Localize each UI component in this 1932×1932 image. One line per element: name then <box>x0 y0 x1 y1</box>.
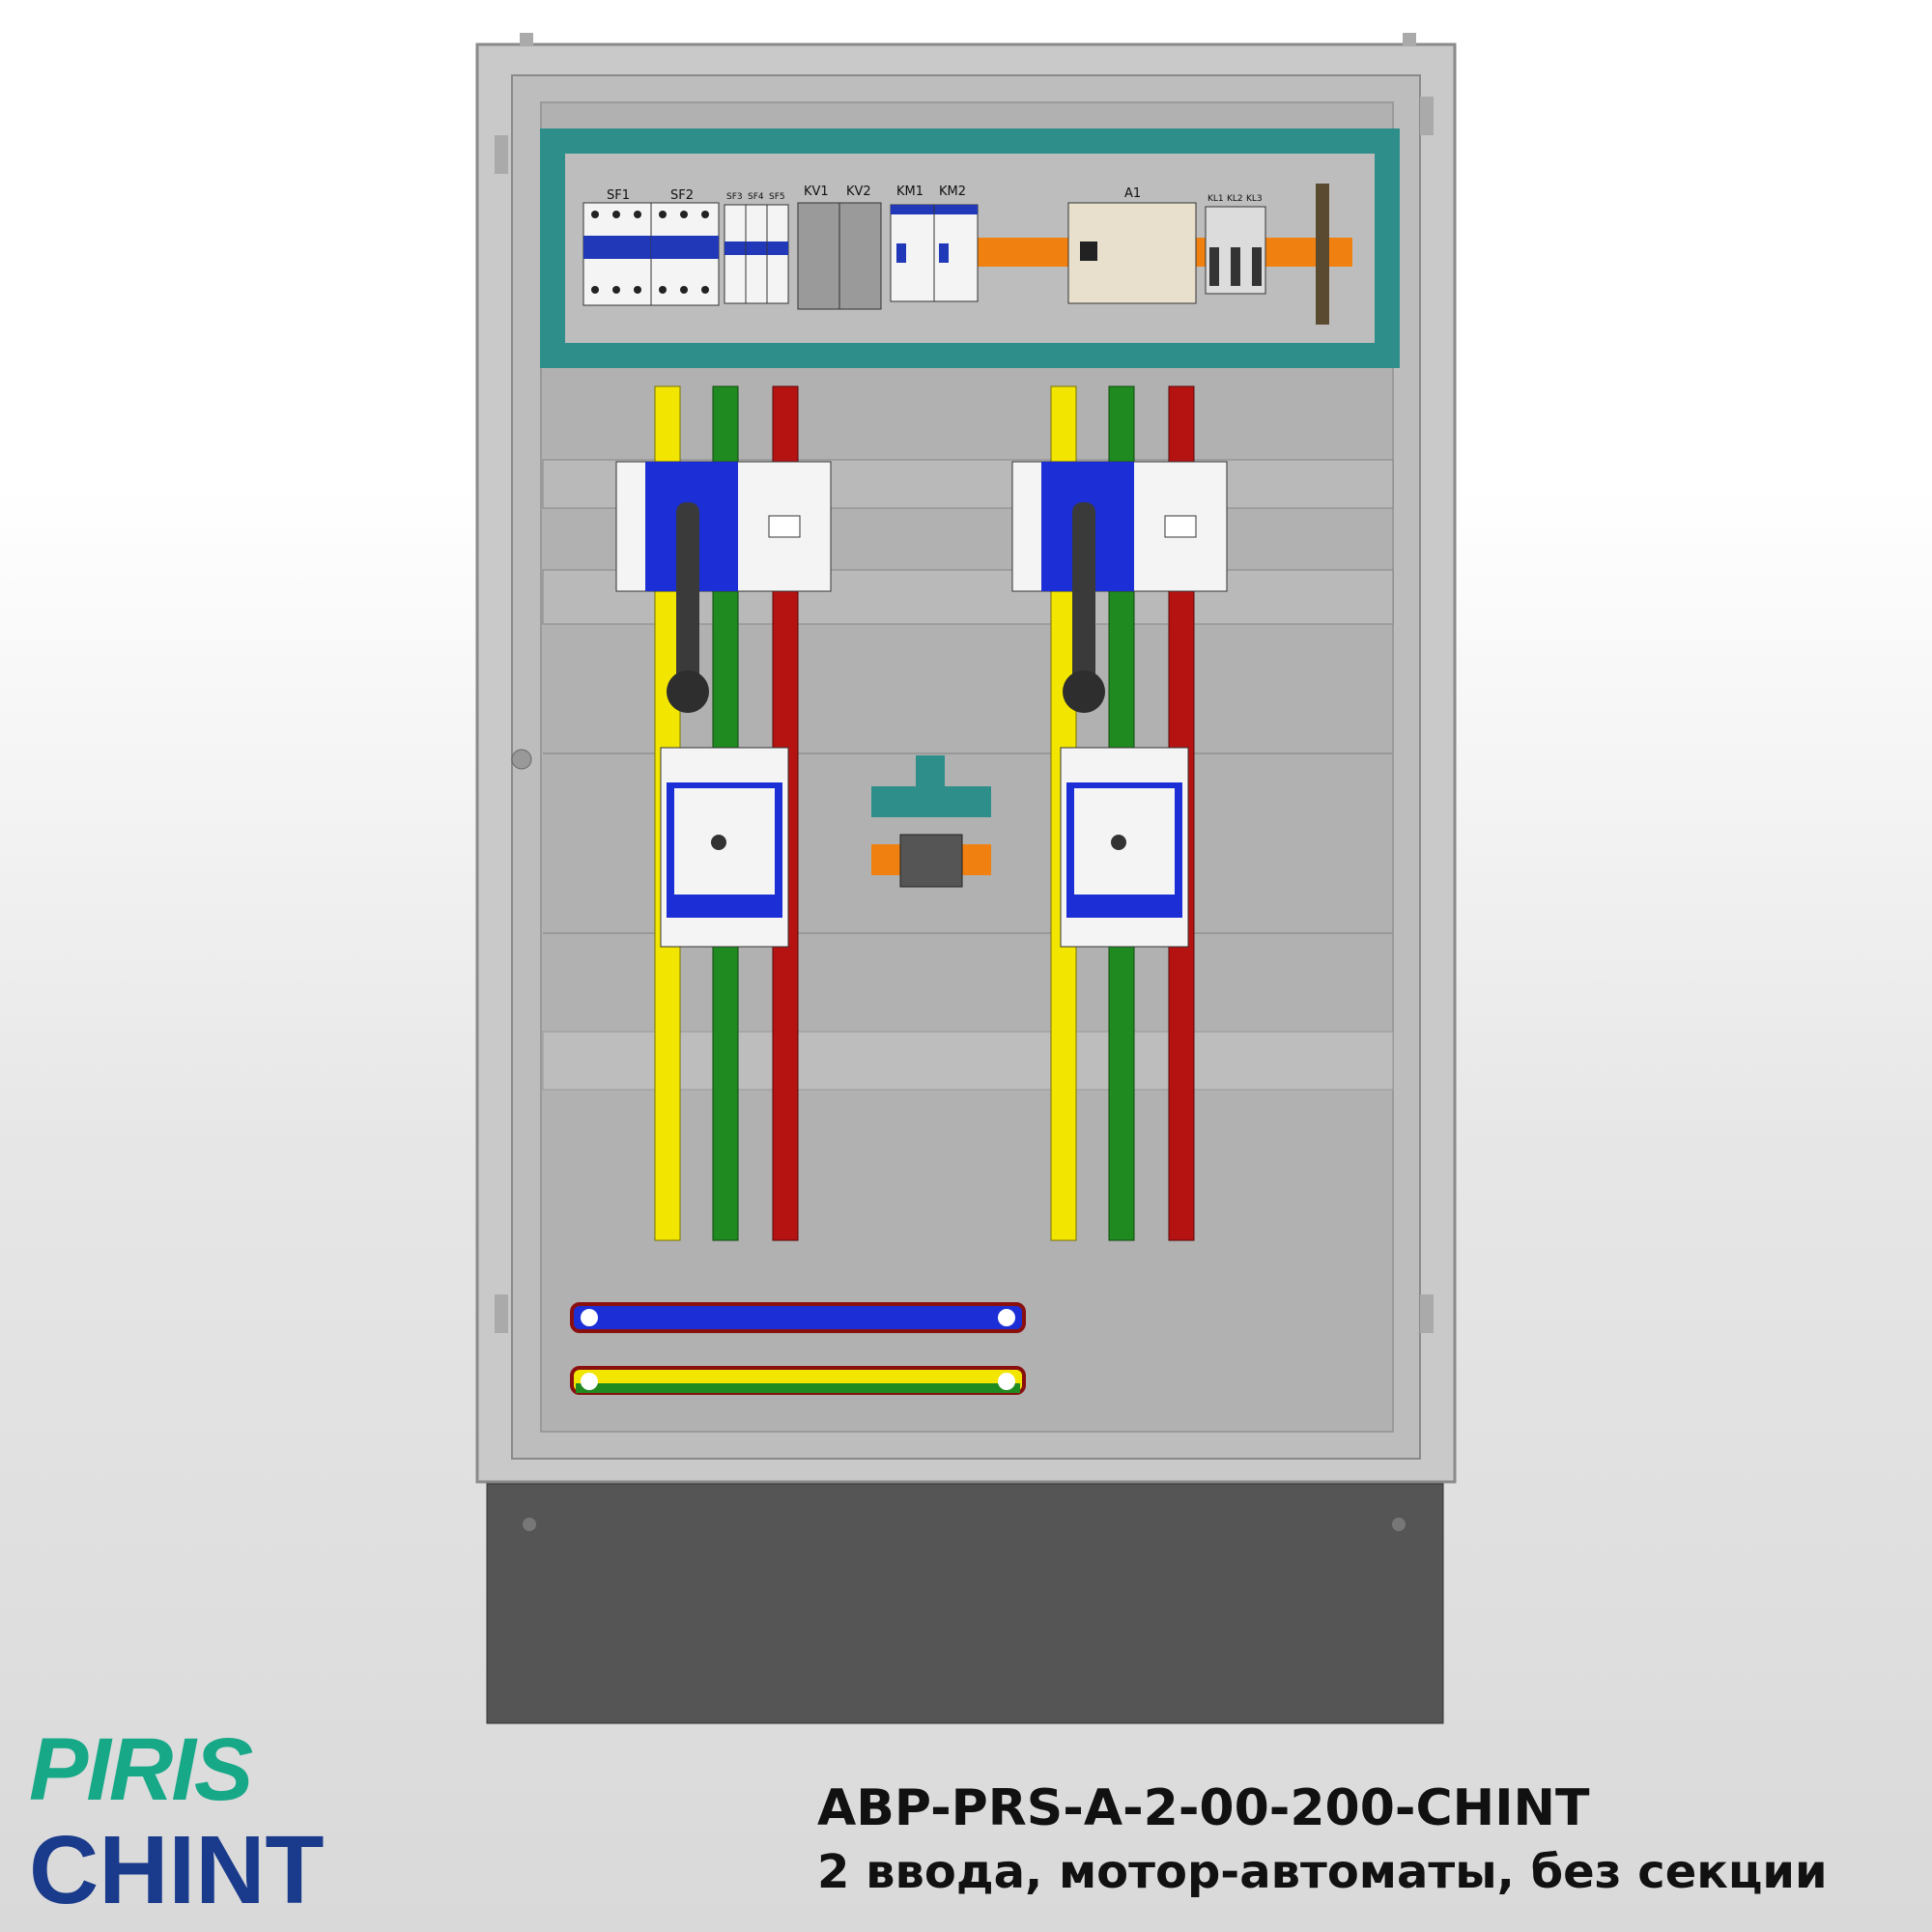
cabinet-plinth <box>486 1483 1444 1724</box>
center-module <box>871 755 991 888</box>
label-sf1: SF1 <box>607 188 630 203</box>
contactors-km <box>890 204 979 302</box>
label-sf5: SF5 <box>769 192 785 202</box>
controller-a1 <box>1067 202 1197 304</box>
logo-chint: CHINT <box>29 1816 325 1924</box>
product-model: ABP-PRS-A-2-00-200-CHINT <box>817 1779 1590 1837</box>
side-hinge-bottom <box>495 1294 508 1333</box>
label-a1: A1 <box>1124 186 1141 201</box>
neutral-bar <box>570 1302 1026 1333</box>
label-sf4: SF4 <box>748 192 764 202</box>
plinth-bolt-left <box>523 1518 536 1531</box>
breakers-sf3-sf5 <box>724 204 789 304</box>
relays-kl <box>1205 206 1266 295</box>
breaker-sf1 <box>582 202 652 306</box>
automation-frame <box>540 128 1400 368</box>
input-1-switch <box>615 461 832 713</box>
terminal-strip <box>1316 184 1329 325</box>
input-2-switch <box>1011 461 1228 713</box>
product-description: 2 ввода, мотор-автоматы, без секции <box>817 1845 1828 1899</box>
plinth-bolt-right <box>1392 1518 1406 1531</box>
side-hinge-right-bottom <box>1420 1294 1434 1333</box>
side-hinge-top <box>495 135 508 174</box>
label-km1: KM1 <box>896 185 923 199</box>
side-hinge-right-top <box>1420 97 1434 135</box>
label-kv1: KV1 <box>804 185 829 199</box>
top-hinge-right <box>1403 33 1416 46</box>
logo-piris: PIRIS <box>29 1720 253 1819</box>
voltage-relays-kv <box>797 202 882 310</box>
pe-bar <box>570 1366 1026 1395</box>
label-kl1: KL1 <box>1208 194 1224 204</box>
label-kl3: KL3 <box>1246 194 1263 204</box>
bottom-rail <box>542 1031 1394 1091</box>
input-2-motor-breaker <box>1060 747 1189 948</box>
label-km2: KM2 <box>939 185 966 199</box>
label-kv2: KV2 <box>846 185 871 199</box>
top-hinge-left <box>520 33 533 46</box>
label-sf2: SF2 <box>670 188 694 203</box>
input-1-motor-breaker <box>660 747 789 948</box>
door-lock <box>511 749 532 770</box>
label-sf3: SF3 <box>726 192 743 202</box>
breaker-sf2 <box>650 202 720 306</box>
label-kl2: KL2 <box>1227 194 1243 204</box>
